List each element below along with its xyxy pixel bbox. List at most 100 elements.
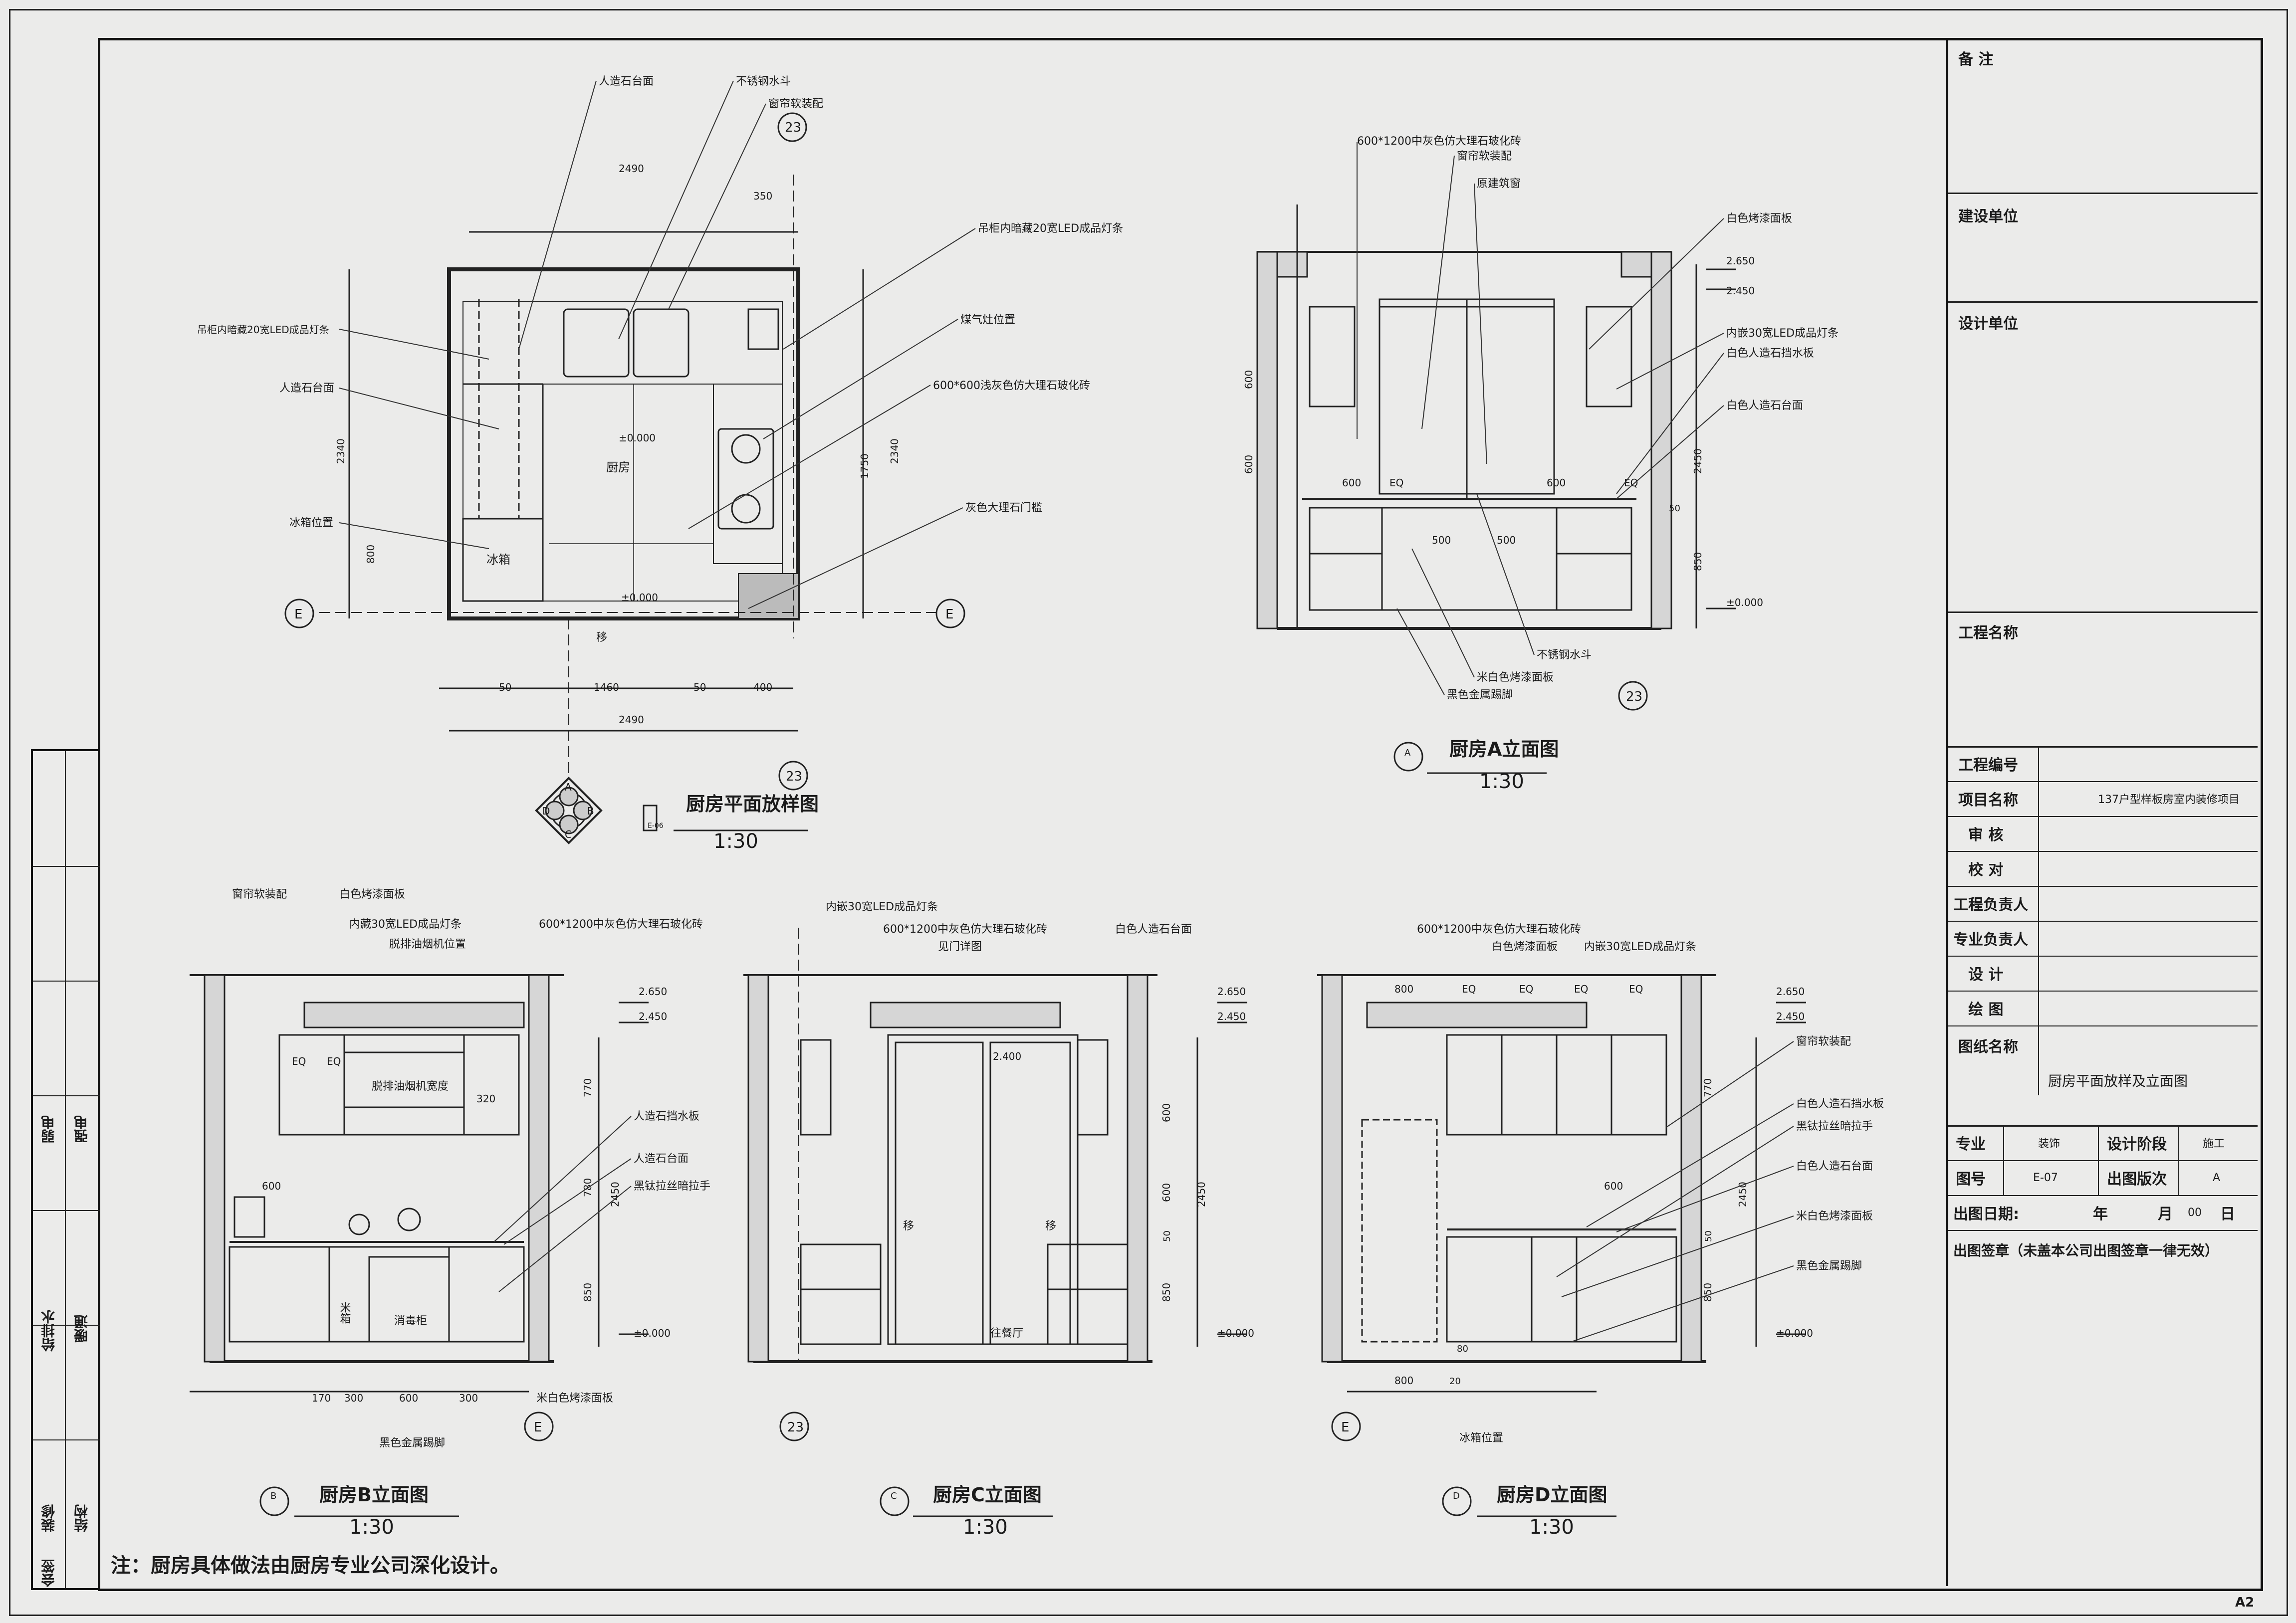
c-label: 2.400 — [993, 1050, 1021, 1062]
date-label: 出图日期: — [1953, 1206, 2019, 1223]
plan-dim: 800 — [365, 545, 377, 564]
a-dim: 600 — [1243, 370, 1255, 389]
plan-callout: E — [294, 607, 302, 622]
date-year: 年 — [2093, 1206, 2108, 1223]
d-title: 厨房D立面图 — [1497, 1484, 1607, 1506]
b-label: 米白色烤漆面板 — [536, 1392, 613, 1405]
d-label: 白色烤漆面板 — [1492, 941, 1558, 953]
d-label: 白色人造石挡水板 — [1796, 1098, 1884, 1110]
a-dim: 2450 — [1692, 448, 1704, 474]
plan-label: 不锈钢水斗 — [736, 75, 791, 88]
b-label: 黑钛拉丝暗拉手 — [634, 1180, 710, 1193]
b-scale: 1:30 — [349, 1516, 394, 1539]
d-dim: 600 — [1604, 1180, 1623, 1192]
a-dim: 500 — [1432, 534, 1451, 546]
c-scale: 1:30 — [963, 1516, 1008, 1539]
b-dim: 170 — [312, 1392, 331, 1404]
plan-dim: 50 — [499, 681, 511, 693]
compass-letter: D — [542, 805, 550, 817]
plan-dim: 2340 — [889, 438, 901, 464]
countersign-strip: 弱电 强电 给排水 暖通 装修 结构 会签 — [31, 749, 100, 1590]
b-label: 脱排油烟机宽度 — [372, 1080, 449, 1093]
b-callout: E — [534, 1420, 542, 1435]
revision-label: 出图版次 — [2107, 1171, 2167, 1188]
d-dim: EQ — [1629, 983, 1643, 995]
b-label: 600*1200中灰色仿大理石玻化砖 — [539, 918, 703, 931]
b-label: 人造石挡水板 — [634, 1110, 699, 1123]
c-level: 2.450 — [1217, 1011, 1246, 1022]
plan-label: ±0.000 — [619, 432, 656, 444]
plan-label: 厨房 — [606, 460, 630, 474]
stage-value: 施工 — [2203, 1138, 2225, 1150]
plan-label: 吊柜内暗藏20宽LED成品灯条 — [978, 222, 1123, 235]
d-label: 冰箱位置 — [1459, 1432, 1503, 1444]
review-label: 审 核 — [1968, 826, 2004, 844]
b-dim: EQ — [327, 1055, 341, 1067]
d-scale: 1:30 — [1529, 1516, 1574, 1539]
d-label: 内嵌30宽LED成品灯条 — [1584, 941, 1696, 953]
b-dim: 320 — [476, 1093, 495, 1105]
plan-dim: 50 — [693, 681, 706, 693]
d-level: 2.650 — [1776, 986, 1805, 998]
designer-label: 设计单位 — [1958, 315, 2018, 333]
b-dim: 2450 — [609, 1182, 621, 1207]
d-dim: 800 — [1394, 1375, 1413, 1387]
plan-dim: 400 — [753, 681, 772, 693]
b-level: 2.450 — [639, 1011, 667, 1022]
a-label: 不锈钢水斗 — [1537, 649, 1592, 661]
check-label: 校 对 — [1968, 861, 2004, 879]
d-dim: EQ — [1462, 983, 1476, 995]
c-title: 厨房C立面图 — [933, 1484, 1042, 1506]
plan-callout: 23 — [786, 769, 802, 784]
compass-letter: A — [565, 781, 572, 793]
project-name-label: 工程名称 — [1958, 624, 2018, 642]
b-dim: 600 — [262, 1180, 281, 1192]
c-dim: 2450 — [1195, 1182, 1207, 1207]
kitchen-elevation-b — [190, 974, 649, 1517]
d-dim: 20 — [1449, 1376, 1461, 1387]
b-dim: 300 — [344, 1392, 363, 1404]
c-level: 2.650 — [1217, 986, 1246, 998]
plan-label: 煤气灶位置 — [960, 314, 1015, 326]
b-label: 脱排油烟机位置 — [389, 938, 466, 951]
revision-value: A — [2213, 1171, 2221, 1184]
d-label: 米白色烤漆面板 — [1796, 1210, 1873, 1222]
kitchen-elevation-d — [1317, 974, 1806, 1517]
plan-dim: 1460 — [594, 681, 619, 693]
d-label: 600*1200中灰色仿大理石玻化砖 — [1417, 923, 1581, 936]
d-label: 黑色金属踢脚 — [1796, 1260, 1862, 1272]
b-label: 白色烤漆面板 — [339, 888, 405, 901]
d-dim: 2450 — [1737, 1182, 1749, 1207]
d-dim: 850 — [1702, 1283, 1714, 1302]
b-title: 厨房B立面图 — [319, 1484, 429, 1506]
design-label: 设 计 — [1968, 966, 2004, 984]
a-dim: 500 — [1497, 534, 1516, 546]
c-callout: 23 — [787, 1420, 804, 1435]
c-label: 见门详图 — [938, 941, 982, 953]
a-title: 厨房A立面图 — [1449, 738, 1559, 760]
c-label: 往餐厅 — [990, 1327, 1023, 1340]
kitchen-plan — [284, 112, 965, 844]
b-label: 内藏30宽LED成品灯条 — [349, 918, 461, 931]
c-dim: 600 — [1160, 1183, 1172, 1202]
a-dim: EQ — [1389, 477, 1403, 489]
d-dim: EQ — [1574, 983, 1588, 995]
item-name-value: 137户型样板房室内装修项目 — [2098, 794, 2240, 806]
a-level: 2.650 — [1726, 255, 1755, 267]
kitchen-elevation-a — [1256, 204, 1736, 774]
a-level: ±0.000 — [1726, 597, 1763, 609]
b-label: 窗帘软装配 — [232, 888, 287, 901]
plan-label: 吊柜内暗藏20宽LED成品灯条 — [197, 324, 329, 336]
remarks-label: 备 注 — [1958, 51, 1994, 68]
plan-label: 冰箱 — [486, 553, 510, 567]
c-dim: 600 — [1160, 1103, 1172, 1122]
plan-dim: 1750 — [859, 453, 871, 479]
d-level: ±0.000 — [1776, 1327, 1813, 1339]
plan-callout: 23 — [785, 120, 801, 135]
seal-label: 出图签章（未盖本公司出图签章一律无效） — [1953, 1242, 2219, 1259]
b-dim: 300 — [459, 1392, 478, 1404]
a-label: 原建筑窗 — [1477, 178, 1521, 190]
plan-dim: 2490 — [619, 714, 644, 726]
discipline-label: 专业 — [1956, 1136, 1986, 1153]
a-scale: 1:30 — [1479, 770, 1524, 793]
